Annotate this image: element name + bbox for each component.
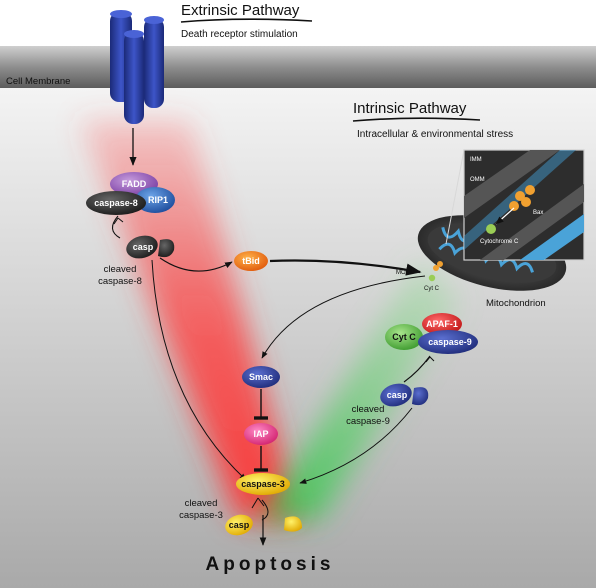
cleaved-caspase-9: casp (380, 383, 429, 407)
intrinsic-pathway-subtitle: Intracellular & environmental stress (357, 129, 513, 140)
omm-label: OMM (470, 177, 485, 183)
imm-label: IMM (470, 157, 482, 163)
apaf-1-node (422, 313, 462, 335)
cytochrome-c-label: Cytochrome C (480, 239, 519, 245)
caspase-3-label: caspase-3 (241, 479, 285, 489)
rip1-label: RIP1 (148, 195, 168, 205)
intrinsic-pathway-title: Intrinsic Pathway (353, 100, 467, 117)
caspase-9-to-caspase-3-arrow (299, 407, 413, 484)
apaf-1-label: APAF-1 (426, 319, 458, 329)
extrinsic-pathway-subtitle: Death receptor stimulation (181, 29, 298, 40)
cleaved-caspase-9-node-label: casp (387, 390, 408, 400)
cleaved-caspase-8-label-line2: caspase-8 (98, 276, 142, 287)
mitochondrion-label: Mitochondrion (486, 298, 546, 309)
death-receptor-icon (110, 10, 164, 124)
caspase-8-to-tbid-arrow (159, 257, 233, 272)
extrinsic-pathway-title: Extrinsic Pathway (181, 2, 300, 19)
caspase-3-node: caspase-3 (236, 473, 290, 495)
apoptosome-complex: APAF-1 Cyt C caspase-9 (385, 313, 478, 354)
cell-membrane (0, 46, 596, 88)
fadd-label: FADD (122, 179, 147, 189)
cleaved-caspase-3-label-line1: cleaved (185, 498, 218, 509)
cleaved-caspase-8-label-line1: cleaved (104, 264, 137, 275)
caspase-9-label: caspase-9 (428, 337, 472, 347)
iap-node: IAP (244, 423, 278, 445)
caspase-8-node (86, 191, 146, 215)
membrane-inset (463, 149, 585, 261)
iap-label: IAP (253, 429, 268, 439)
bax-label: Bax (533, 210, 543, 216)
cleaved-caspase-8: casp (126, 235, 175, 259)
smac-node: Smac (242, 366, 280, 388)
tbid-node: tBid (234, 251, 268, 271)
smac-label: Smac (249, 372, 273, 382)
momp-label: MOMP (396, 270, 415, 276)
caspase-9-node (418, 330, 478, 354)
cyt-c-small-label: Cyt C (424, 286, 440, 292)
tbid-label: tBid (242, 256, 260, 266)
cleaved-caspase-3: casp (225, 514, 302, 536)
tbid-to-mitochondrion-arrow (269, 259, 422, 276)
cleaved-caspase-9-label-line2: caspase-9 (346, 416, 390, 427)
extrinsic-title-underline (180, 18, 313, 23)
caspase-9-cleavage-tick (425, 356, 435, 363)
caspase-8-cleavage-arrow (111, 215, 121, 239)
cleaved-caspase-3-label-line2: caspase-3 (179, 510, 223, 521)
cleaved-caspase-9-label-line1: cleaved (352, 404, 385, 415)
cell-membrane-label: Cell Membrane (6, 76, 70, 87)
mitochondrion-to-smac-arrow (261, 275, 426, 359)
extrinsic-signal-cone (80, 120, 300, 520)
cleaved-caspase-3-node-label: casp (229, 520, 250, 530)
cleaved-caspase-8-node-label: casp (133, 242, 154, 252)
caspase-9-cleavage-arrow (403, 355, 431, 383)
intrinsic-title-underline (352, 117, 481, 122)
caspase-3-cleavage-mark (251, 497, 269, 521)
rip1-node (135, 187, 175, 213)
caspase-8-label: caspase-8 (94, 198, 138, 208)
cyt-c-node (385, 324, 423, 350)
apoptosis-label: Apoptosis (206, 554, 335, 575)
caspase-8-to-caspase-3-arrow (151, 259, 247, 481)
disc-complex: FADD RIP1 caspase-8 (86, 172, 175, 215)
caspase-8-cleavage-tick (113, 217, 124, 225)
cyt-c-label: Cyt C (392, 332, 416, 342)
